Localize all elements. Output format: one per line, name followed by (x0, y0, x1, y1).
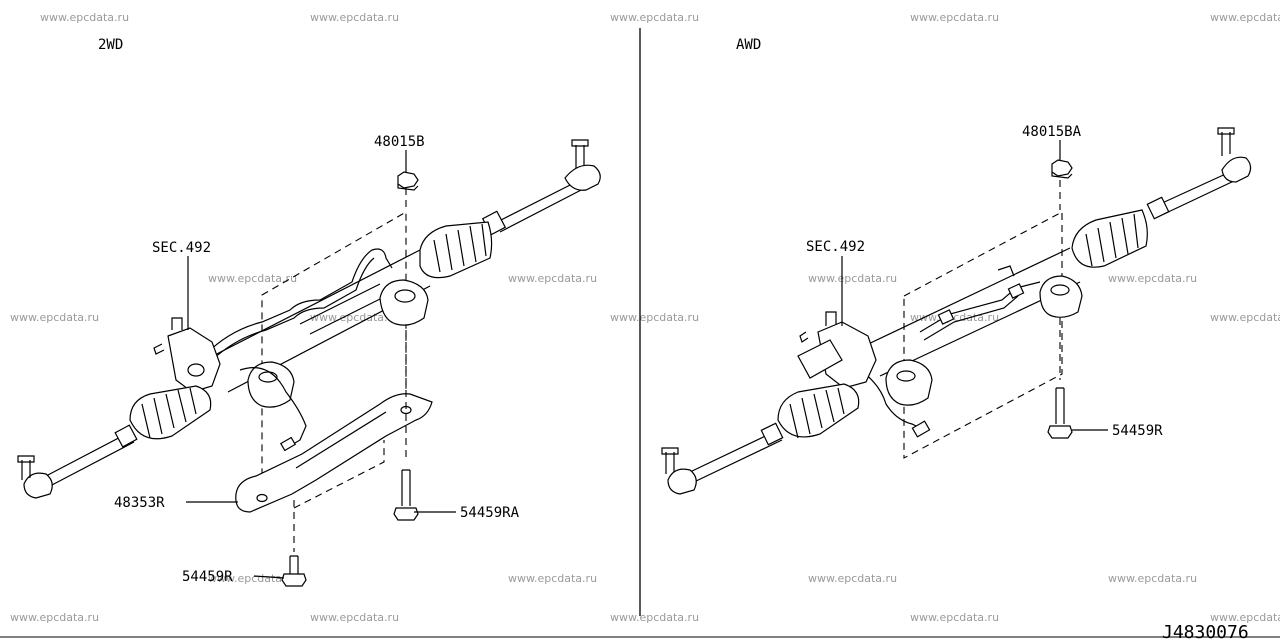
watermark: www.epcdata.ru (40, 11, 129, 24)
watermark: www.epcdata.ru (1210, 11, 1280, 24)
panel-title-awd: AWD (736, 37, 761, 53)
tie-rod-joint-left (760, 422, 784, 446)
ball-stud-left (17, 455, 35, 480)
watermark: www.epcdata.ru (508, 572, 597, 585)
bushing-hole-right (394, 289, 416, 303)
label-bolt-54459r-left: 54459R (182, 569, 233, 585)
diagram-code: J4830076 (1162, 622, 1249, 640)
tie-rod-joint-right (1146, 196, 1170, 220)
bracket-rib (295, 411, 387, 469)
tie-rod-end-left (23, 472, 53, 499)
valve-port (187, 363, 205, 377)
boot-left-ribs (141, 387, 197, 439)
watermark: www.epcdata.ru (1210, 311, 1280, 324)
tie-rod-end-right (564, 164, 601, 191)
tie-rod-right (1159, 171, 1237, 215)
watermark: www.epcdata.ru (508, 272, 597, 285)
mount-bushing-left (247, 361, 295, 408)
mount-bushing-left (885, 359, 933, 406)
tie-rod-left (689, 429, 783, 483)
line-fitting (1007, 283, 1025, 299)
label-bolt-54459r-right: 54459R (1112, 423, 1163, 439)
hydraulic-line (211, 257, 375, 361)
ball-stud-right (1217, 127, 1235, 156)
watermark: www.epcdata.ru (310, 11, 399, 24)
left-assembly (17, 139, 601, 587)
hydraulic-line (997, 265, 1015, 277)
nut-48015ba (1051, 159, 1073, 177)
watermark: www.epcdata.ru (610, 11, 699, 24)
bushing-hole-left (258, 371, 278, 383)
watermark: www.epcdata.ru (910, 11, 999, 24)
bushing-hole-right (1050, 284, 1070, 296)
bolt-head-54459r (1047, 425, 1073, 439)
rack-tube-detail (299, 283, 391, 335)
assist-motor (797, 339, 843, 379)
watermark: www.epcdata.ru (808, 572, 897, 585)
dashed-guide (293, 440, 385, 509)
label-sec-492-left: SEC.492 (152, 240, 211, 256)
watermark: www.epcdata.ru (208, 272, 297, 285)
nut-48015b (397, 171, 419, 189)
tie-rod-left (45, 431, 135, 487)
bushing-hole-left (896, 370, 916, 382)
dashed-mount-box (903, 211, 1063, 459)
watermark: www.epcdata.ru (310, 611, 399, 624)
right-assembly (661, 127, 1252, 495)
boot-right (1071, 209, 1148, 268)
bolt-54459ra (401, 469, 411, 506)
sensor-connector (911, 420, 931, 438)
label-nut-48015ba: 48015BA (1022, 124, 1082, 140)
line-fitting (279, 436, 297, 452)
watermark: www.epcdata.ru (1108, 572, 1197, 585)
watermark: www.epcdata.ru (208, 572, 297, 585)
label-sec-492-right: SEC.492 (806, 239, 865, 255)
pinion-housing (167, 327, 221, 393)
tie-rod-joint-left (114, 424, 138, 448)
label-bracket-48353r: 48353R (114, 495, 165, 511)
bolt-54459r (289, 555, 299, 574)
pinion-housing (817, 321, 877, 389)
watermark: www.epcdata.ru (10, 311, 99, 324)
sensor-wire (859, 369, 921, 429)
ball-stud-left (661, 447, 679, 474)
boot-left-ribs (789, 387, 845, 439)
ball-stud-right (571, 139, 589, 168)
watermark: www.epcdata.ru (1210, 611, 1280, 624)
watermark: www.epcdata.ru (808, 272, 897, 285)
nut-flange (397, 184, 419, 191)
mount-bushing-right (1039, 275, 1083, 318)
bolt-54459r (1055, 387, 1065, 424)
bolt-head-54459ra (393, 507, 419, 521)
hydraulic-line (205, 248, 393, 355)
tie-rod-right (496, 179, 586, 233)
panel-title-2wd: 2WD (98, 37, 123, 53)
boot-right-ribs (1085, 213, 1139, 267)
hydraulic-line (919, 281, 1041, 333)
boot-right (419, 221, 493, 279)
nut-flange (1051, 172, 1073, 179)
watermark: www.epcdata.ru (610, 611, 699, 624)
pinion-shaft (799, 311, 837, 343)
mounting-bracket (235, 393, 433, 513)
watermarks: www.epcdata.ru www.epcdata.ru www.epcdat… (10, 11, 1280, 624)
hydraulic-line (239, 367, 307, 447)
bracket-hole (256, 493, 268, 503)
pinion-shaft (153, 317, 183, 355)
boot-right-ribs (433, 223, 487, 273)
bolt-head-54459r (281, 573, 307, 587)
tie-rod-end-left (667, 468, 697, 495)
line-fitting (937, 309, 955, 325)
watermark: www.epcdata.ru (910, 611, 999, 624)
leader-line (253, 575, 285, 579)
tie-rod-end-right (1221, 156, 1252, 183)
watermark: www.epcdata.ru (1108, 272, 1197, 285)
label-nut-48015b: 48015B (374, 134, 425, 150)
label-bolt-54459ra: 54459RA (460, 505, 520, 521)
watermark: www.epcdata.ru (610, 311, 699, 324)
watermark: www.epcdata.ru (10, 611, 99, 624)
hydraulic-line (923, 295, 1019, 341)
